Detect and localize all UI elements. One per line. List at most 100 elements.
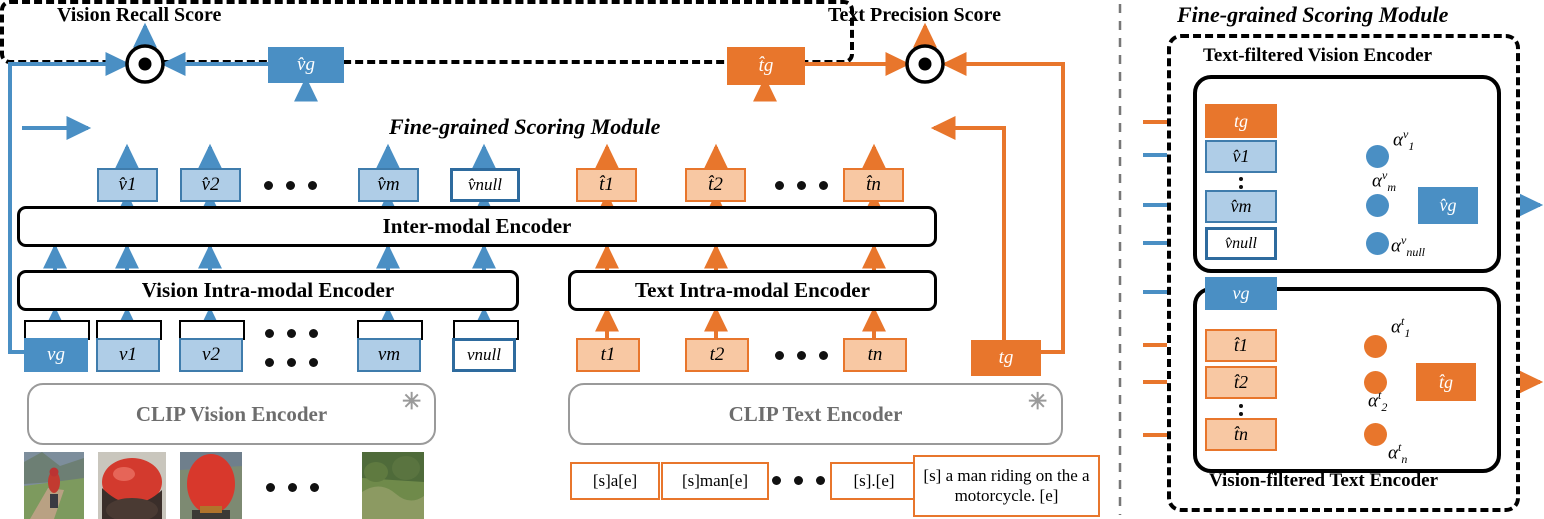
panel-title: Fine-grained Scoring Module xyxy=(1177,2,1449,27)
position-bar-vnull xyxy=(453,320,519,340)
t-2-label: t2 xyxy=(709,344,725,365)
panel-alpha-t-2-label: αt2 xyxy=(1368,388,1388,415)
panel-vision-key-null-label: v̂null xyxy=(1225,234,1257,252)
v-hat-g-box[interactable]: v̂g xyxy=(268,47,344,83)
vision-recall-score-label: Vision Recall Score xyxy=(57,4,222,26)
text-chip-2-label: [s]man[e] xyxy=(681,471,749,491)
text-chip-1[interactable]: [s]a[e] xyxy=(570,462,660,500)
v-hat-1-label: v̂1 xyxy=(118,174,137,195)
v-hat-g-label: v̂g xyxy=(297,54,315,75)
v-hat-ellipsis xyxy=(264,181,317,190)
image-thumbnail-3 xyxy=(180,452,242,519)
panel-text-key-1-box[interactable]: t̂1 xyxy=(1205,329,1277,362)
vision-intra-modal-encoder-box[interactable]: Vision Intra-modal Encoder xyxy=(17,270,519,311)
text-precision-score-label: Text Precision Score xyxy=(828,4,1001,26)
position-bar-v1 xyxy=(96,320,162,340)
panel-vision-key-1-label: v̂1 xyxy=(1232,146,1250,166)
text-intra-modal-encoder-label: Text Intra-modal Encoder xyxy=(635,278,870,302)
panel-vision-key-1-box[interactable]: v̂1 xyxy=(1205,140,1277,173)
snowflake-icon-text: ✳ xyxy=(1028,389,1048,414)
clip-vision-encoder-label: CLIP Vision Encoder xyxy=(135,401,328,426)
image-thumbnail-1 xyxy=(24,452,84,519)
panel-vision-node-1 xyxy=(1366,145,1389,168)
clip-text-encoder-box[interactable]: CLIP Text Encoder xyxy=(568,383,1063,445)
v-g-label: vg xyxy=(47,344,65,365)
image-ellipsis xyxy=(266,483,319,492)
text-chip-ellipsis xyxy=(772,476,825,485)
panel-text-key-2-box[interactable]: t̂2 xyxy=(1205,366,1277,399)
text-intra-modal-encoder-box[interactable]: Text Intra-modal Encoder xyxy=(568,270,937,311)
t-hat-n-box[interactable]: t̂n xyxy=(843,168,904,202)
vision-filtered-text-encoder-label: Vision-filtered Text Encoder xyxy=(1209,470,1439,491)
inter-modal-encoder-label: Inter-modal Encoder xyxy=(382,214,572,238)
v-1-label: v1 xyxy=(119,344,137,365)
t-1-box[interactable]: t1 xyxy=(576,338,640,372)
panel-text-query-vg-box[interactable]: vg xyxy=(1205,277,1277,310)
text-chip-caption-label: [s] a man riding on the a motorcycle. [e… xyxy=(923,466,1090,505)
panel-text-node-2 xyxy=(1364,371,1387,394)
position-bar-vm xyxy=(357,320,423,340)
t-1-label: t1 xyxy=(600,344,616,365)
v-2-label: v2 xyxy=(202,344,220,365)
vision-intra-modal-encoder-label: Vision Intra-modal Encoder xyxy=(141,278,395,302)
t-g-box[interactable]: tg xyxy=(971,340,1041,376)
v-ellipsis-top xyxy=(265,329,318,338)
v-1-box[interactable]: v1 xyxy=(96,338,160,372)
text-chip-3-label: [s].[e] xyxy=(853,471,895,491)
t-hat-g-label: t̂g xyxy=(758,55,774,76)
panel-text-key-n-box[interactable]: t̂n xyxy=(1205,418,1277,451)
t-hat-1-box[interactable]: t̂1 xyxy=(576,168,637,202)
image-thumbnail-2 xyxy=(98,452,166,519)
t-2-box[interactable]: t2 xyxy=(685,338,749,372)
clip-vision-encoder-box[interactable]: CLIP Vision Encoder xyxy=(27,383,436,445)
t-hat-ellipsis xyxy=(775,181,828,190)
panel-alpha-v-1-label: αv1 xyxy=(1393,127,1415,154)
panel-vision-output-label: v̂g xyxy=(1439,195,1457,215)
panel-vision-node-null xyxy=(1366,232,1389,255)
t-ellipsis xyxy=(775,351,828,360)
panel-vision-query-tg-box[interactable]: tg xyxy=(1205,104,1277,138)
t-hat-1-label: t̂1 xyxy=(599,174,614,195)
v-hat-null-box[interactable]: v̂null xyxy=(450,168,520,202)
v-null-label: vnull xyxy=(467,345,501,364)
v-hat-2-box[interactable]: v̂2 xyxy=(180,168,241,202)
t-n-label: tn xyxy=(867,344,883,365)
text-chip-3[interactable]: [s].[e] xyxy=(830,462,918,500)
panel-text-node-n xyxy=(1364,423,1387,446)
panel-alpha-t-1-label: αt1 xyxy=(1391,314,1411,341)
panel-vision-key-m-box[interactable]: v̂m xyxy=(1205,190,1277,223)
position-bar-vg xyxy=(24,320,90,340)
inter-modal-encoder-box[interactable]: Inter-modal Encoder xyxy=(17,206,937,247)
panel-text-key-n-label: t̂n xyxy=(1233,424,1248,444)
panel-vision-query-label: tg xyxy=(1233,110,1248,131)
panel-text-output-box[interactable]: t̂g xyxy=(1416,363,1476,401)
panel-alpha-v-m-label: αvm xyxy=(1372,168,1396,195)
v-g-box[interactable]: vg xyxy=(24,338,88,372)
t-hat-2-box[interactable]: t̂2 xyxy=(685,168,746,202)
panel-vision-output-box[interactable]: v̂g xyxy=(1418,187,1478,224)
t-hat-g-box[interactable]: t̂g xyxy=(727,47,805,85)
v-hat-2-label: v̂2 xyxy=(201,174,220,195)
text-chip-1-label: [s]a[e] xyxy=(592,471,638,491)
t-hat-n-label: t̂n xyxy=(866,174,881,195)
v-m-box[interactable]: vm xyxy=(357,338,421,372)
v-hat-m-box[interactable]: v̂m xyxy=(358,168,419,202)
text-chip-2[interactable]: [s]man[e] xyxy=(661,462,769,500)
snowflake-icon-vision: ✳ xyxy=(402,389,422,414)
panel-vision-key-null-box[interactable]: v̂null xyxy=(1205,227,1277,260)
panel-text-key-1-label: t̂1 xyxy=(1233,335,1248,355)
v-2-box[interactable]: v2 xyxy=(179,338,243,372)
v-m-label: vm xyxy=(377,344,401,365)
image-thumbnail-4 xyxy=(362,452,424,519)
v-ellipsis-bottom xyxy=(265,358,318,367)
t-n-box[interactable]: tn xyxy=(843,338,907,372)
v-hat-m-label: v̂m xyxy=(377,174,400,195)
text-chip-caption[interactable]: [s] a man riding on the a motorcycle. [e… xyxy=(913,455,1100,517)
v-hat-1-box[interactable]: v̂1 xyxy=(97,168,158,202)
panel-alpha-v-null-label: αvnull xyxy=(1391,233,1425,260)
clip-text-encoder-label: CLIP Text Encoder xyxy=(728,401,903,426)
v-null-box[interactable]: vnull xyxy=(452,338,516,372)
panel-text-node-1 xyxy=(1364,335,1387,358)
fine-grained-scoring-module-title: Fine-grained Scoring Module xyxy=(389,114,661,139)
v-hat-null-label: v̂null xyxy=(468,175,502,194)
